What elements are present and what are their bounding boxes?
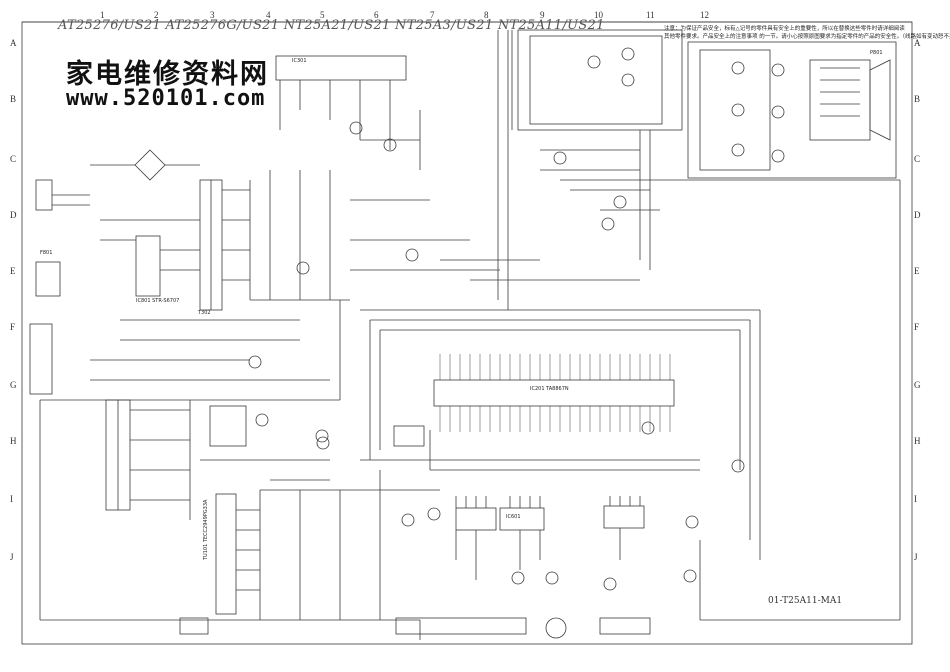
- audio-ic-label: IC601: [506, 514, 521, 520]
- row-letter: A: [914, 38, 921, 48]
- row-letter: G: [914, 380, 921, 390]
- row-letter: H: [10, 436, 17, 446]
- column-number: 2: [154, 10, 159, 20]
- row-letter: B: [914, 94, 921, 104]
- row-letter: E: [914, 266, 920, 276]
- row-letter: I: [914, 494, 917, 504]
- row-letter: I: [10, 494, 13, 504]
- row-letter: J: [10, 552, 14, 562]
- row-letter: D: [914, 210, 921, 220]
- fuse-label: F801: [40, 250, 53, 256]
- main-ic-label: IC201 TA8867N: [530, 386, 569, 392]
- safety-note-line2: 其他零件要求。产品安全上的注意事项 的一节。请小心按照原图要求为指定零件的产品的…: [664, 34, 950, 40]
- column-number: 12: [700, 10, 709, 20]
- row-letter: C: [10, 154, 17, 164]
- column-number: 6: [374, 10, 379, 20]
- tuner-label: TU101 TECC2949PG33A: [203, 499, 209, 560]
- vertical-ic-label: IC301: [292, 58, 307, 64]
- column-number: 8: [484, 10, 489, 20]
- column-number: 10: [594, 10, 603, 20]
- connector-label: P801: [870, 50, 883, 56]
- document-number: 01-T25A11-MA1: [768, 596, 843, 606]
- row-letter: C: [914, 154, 921, 164]
- row-letter: J: [914, 552, 918, 562]
- safety-note-line1: 注意：为保证产品安全，标有△记号的零件具有安全上的重要性，所以在替换这些零件时请…: [664, 26, 905, 32]
- power-ic-label: IC801 STR-S6707: [136, 298, 180, 304]
- row-letter: F: [914, 322, 920, 332]
- row-letter: D: [10, 210, 17, 220]
- flyback-label: T302: [198, 310, 211, 316]
- column-number: 11: [646, 10, 655, 20]
- row-letter: F: [10, 322, 16, 332]
- row-letter: H: [914, 436, 921, 446]
- row-letter: G: [10, 380, 17, 390]
- watermark-chinese: 家电维修资料网: [66, 59, 269, 90]
- column-number: 4: [266, 10, 271, 20]
- watermark-url: www.520101.com: [66, 86, 266, 111]
- column-number: 3: [210, 10, 215, 20]
- row-letter: A: [10, 38, 17, 48]
- column-number: 1: [100, 10, 105, 20]
- row-letter: B: [10, 94, 17, 104]
- column-number: 9: [540, 10, 545, 20]
- model-title: AT25276/US21 AT25276G/US21 NT25A21/US21 …: [58, 18, 605, 33]
- column-number: 5: [320, 10, 325, 20]
- row-letter: E: [10, 266, 16, 276]
- column-number: 7: [430, 10, 435, 20]
